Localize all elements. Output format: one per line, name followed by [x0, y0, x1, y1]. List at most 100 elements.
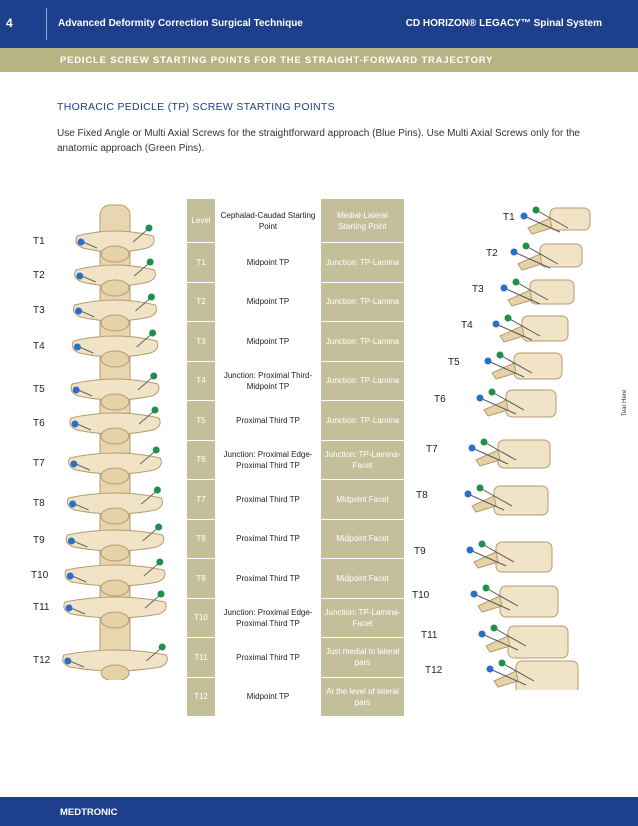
blue-pin: [75, 307, 95, 318]
green-pin: [133, 258, 154, 277]
green-pin: [476, 484, 513, 507]
blue-pin: [492, 320, 533, 341]
cell-medial-lateral: Junction: TP-Lamina-Facet: [320, 439, 405, 480]
blue-pin: [476, 394, 517, 415]
posterior-label-t7: T7: [33, 458, 45, 469]
vertebra-t5: [70, 378, 160, 411]
cell-level: T7: [186, 479, 216, 520]
lateral-label-t5: T5: [448, 357, 460, 368]
green-pin: [522, 242, 559, 265]
lateral-vertebra-t12: [493, 660, 579, 690]
subheader-title: PEDICLE SCREW STARTING POINTS FOR THE ST…: [60, 55, 494, 66]
blue-pin: [484, 357, 525, 378]
blue-pin: [76, 272, 96, 283]
lateral-vertebra-t7: [475, 439, 551, 469]
green-pin: [137, 372, 158, 391]
green-pin: [498, 659, 535, 682]
blue-pin: [69, 500, 89, 511]
cell-medial-lateral: Midpoint Facet: [320, 479, 405, 520]
document-title: Advanced Deformity Correction Surgical T…: [58, 18, 303, 29]
vertebra-t3: [72, 299, 158, 332]
blue-pin: [73, 343, 94, 354]
blue-pin: [468, 444, 509, 465]
blue-pin: [71, 420, 92, 431]
vertebra-t8: [66, 492, 164, 525]
section-title: THORACIC PEDICLE (TP) SCREW STARTING POI…: [57, 101, 335, 113]
green-pin: [488, 388, 525, 411]
cell-medial-lateral: Junction: TP-Lamina-Facet: [320, 597, 405, 638]
lateral-label-t9: T9: [414, 546, 426, 557]
cell-cephalad-caudad: Proximal Third TP: [215, 400, 321, 441]
vertebra-t2: [74, 264, 156, 297]
green-pin: [532, 206, 569, 229]
green-pin: [496, 351, 533, 374]
cell-cephalad-caudad: Junction: Proximal Edge-Proximal Third T…: [215, 597, 321, 638]
cell-level: T4: [186, 360, 216, 401]
cell-level: T1: [186, 242, 216, 283]
lateral-label-t4: T4: [461, 320, 473, 331]
lateral-vertebra-t6: [483, 389, 557, 418]
cell-medial-lateral: Midpoint Facet: [320, 558, 405, 599]
lateral-vertebra-t2: [517, 243, 583, 271]
blue-pin: [64, 657, 84, 668]
blue-pin: [466, 546, 507, 567]
green-pin: [512, 278, 549, 301]
cell-medial-lateral: Junction: TP-Lamina: [320, 281, 405, 322]
tear-here-label: Tear Here: [622, 389, 629, 417]
posterior-label-t8: T8: [33, 498, 45, 509]
blue-pin: [510, 248, 551, 269]
posterior-label-t9: T9: [33, 535, 45, 546]
green-pin: [144, 590, 165, 609]
green-pin: [478, 540, 515, 563]
cell-cephalad-caudad: Junction: Proximal Edge-Proximal Third T…: [215, 439, 321, 480]
green-pin: [139, 446, 160, 465]
cell-medial-lateral: Junction: TP-Lamina: [320, 242, 405, 283]
cell-cephalad-caudad: Junction: Proximal Third-Midpoint TP: [215, 360, 321, 401]
posterior-label-t4: T4: [33, 341, 45, 352]
posterior-label-t5: T5: [33, 384, 45, 395]
blue-pin: [464, 490, 505, 511]
cell-cephalad-caudad: Midpoint TP: [215, 242, 321, 283]
green-pin: [132, 224, 153, 243]
posterior-label-t1: T1: [33, 236, 45, 247]
cell-level: T9: [186, 558, 216, 599]
vertebra-t7: [68, 452, 162, 485]
blue-pin: [66, 572, 87, 583]
posterior-spine-illustration: [62, 204, 168, 680]
blue-pin: [520, 212, 561, 233]
blue-pin: [65, 604, 86, 615]
header-medial-lateral: Medial-Lateral Starting Point: [320, 198, 405, 243]
lateral-label-t6: T6: [434, 394, 446, 405]
vertebra-t9: [65, 529, 165, 562]
blue-pin: [72, 386, 93, 397]
cell-level: T2: [186, 281, 216, 322]
vertebra-t12: [62, 649, 168, 680]
green-pin: [136, 329, 157, 348]
cell-cephalad-caudad: Proximal Third TP: [215, 479, 321, 520]
green-pin: [142, 523, 163, 542]
cell-medial-lateral: At the level of lateral pars: [320, 676, 405, 717]
blue-pin: [70, 460, 90, 471]
lateral-vertebra-t9: [473, 541, 553, 573]
blue-pin: [500, 284, 541, 305]
footer-brand: MEDTRONIC: [60, 807, 118, 818]
cell-cephalad-caudad: Proximal Third TP: [215, 637, 321, 678]
lateral-spine-illustration: [464, 206, 591, 690]
vertebra-t4: [71, 335, 159, 368]
blue-pin: [486, 665, 527, 686]
cell-medial-lateral: Junction: TP-Lamina: [320, 321, 405, 362]
lateral-vertebra-t11: [485, 625, 569, 659]
cell-level: T3: [186, 321, 216, 362]
cell-cephalad-caudad: Midpoint TP: [215, 676, 321, 717]
vertebra-t1: [75, 230, 155, 263]
blue-pin: [77, 238, 98, 249]
cell-cephalad-caudad: Midpoint TP: [215, 281, 321, 322]
